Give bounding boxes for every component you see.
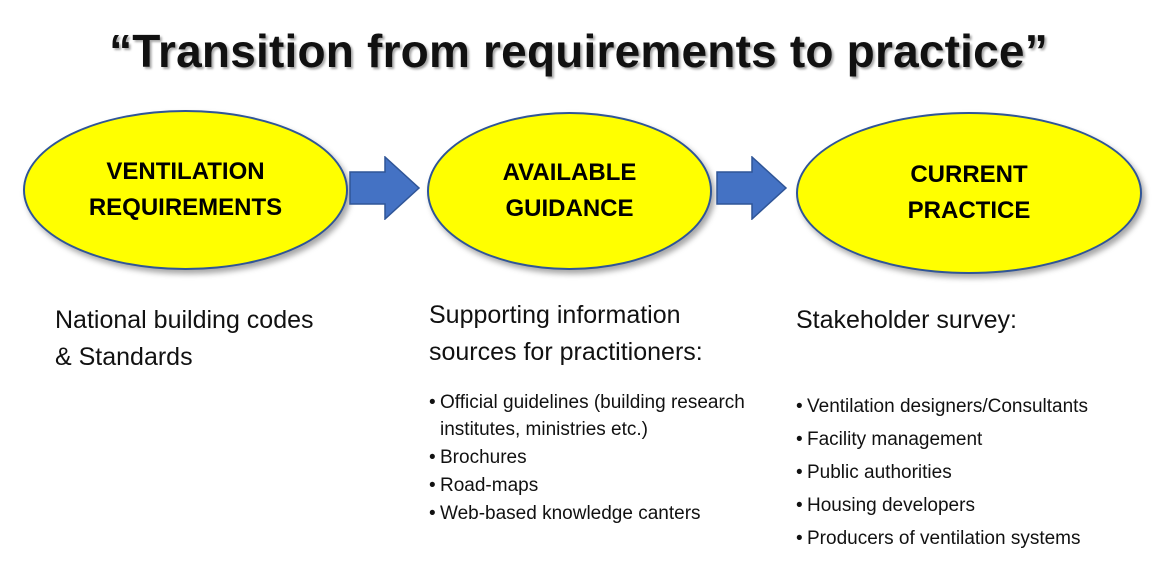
stage-label: AVAILABLE GUIDANCE [502, 159, 637, 222]
list-item: Facility management [796, 423, 1141, 456]
list-item: Road-maps [429, 472, 799, 499]
guidance-sources-list: Official guidelines (building research i… [429, 389, 799, 528]
stage-ventilation-requirements: VENTILATION REQUIREMENTS [23, 110, 348, 270]
stage-label: VENTILATION REQUIREMENTS [88, 158, 283, 221]
right-arrow-icon [349, 156, 421, 220]
list-item: Producers of ventilation systems [796, 522, 1141, 555]
practice-description: Stakeholder survey: [796, 306, 1017, 334]
stage-label: CURRENT PRACTICE [907, 161, 1031, 224]
diagram-title: “Transition from requirements to practic… [109, 25, 1048, 77]
stakeholder-list: Ventilation designers/Consultants Facili… [796, 390, 1141, 555]
list-item: Ventilation designers/Consultants [796, 390, 1141, 423]
stage-current-practice: CURRENT PRACTICE [796, 112, 1142, 274]
stage-available-guidance: AVAILABLE GUIDANCE [427, 112, 712, 270]
list-item: Housing developers [796, 489, 1141, 522]
requirements-description: National building codes & Standards [55, 306, 314, 371]
list-item: Official guidelines (building research i… [429, 389, 799, 443]
list-item: Brochures [429, 444, 799, 471]
list-item: Public authorities [796, 456, 1141, 489]
right-arrow-icon [716, 156, 788, 220]
list-item: Web-based knowledge canters [429, 500, 799, 527]
guidance-description: Supporting information sources for pract… [429, 301, 703, 366]
